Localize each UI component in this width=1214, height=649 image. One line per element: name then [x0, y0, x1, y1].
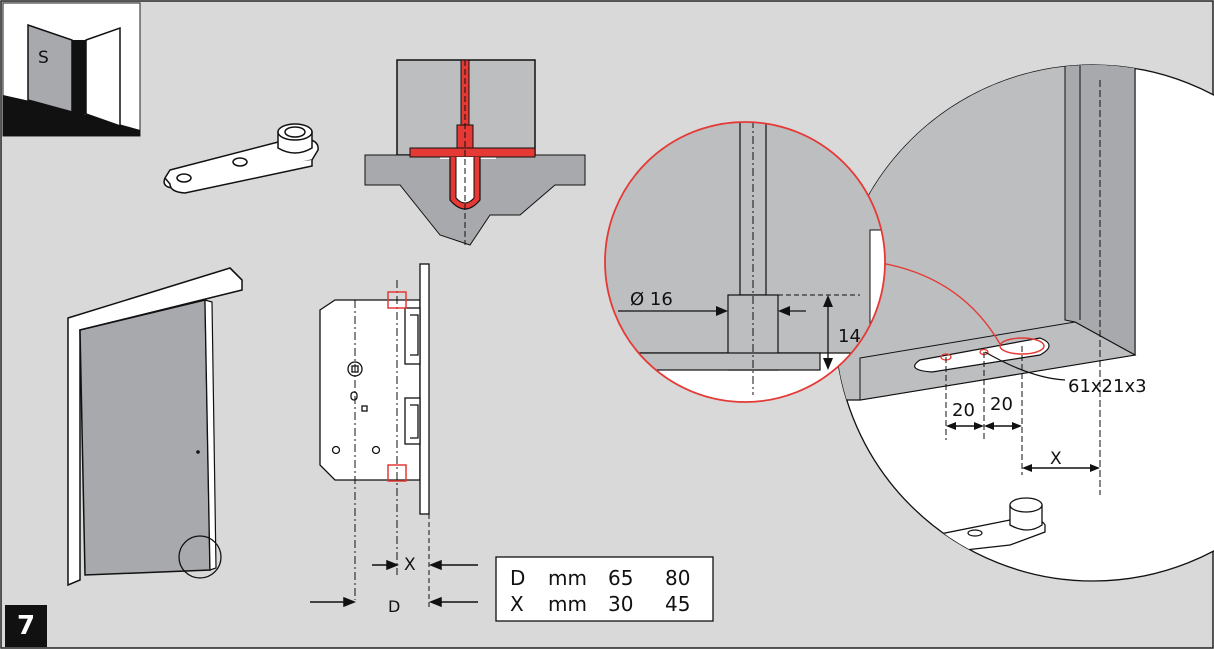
lock-dimensions: [310, 559, 478, 608]
pivot-section-view: [364, 59, 586, 246]
table-row-1-v2: 80: [665, 566, 690, 590]
depth-label: 14: [838, 326, 861, 347]
table-row-1-v1: 65: [608, 566, 633, 590]
table-row-2-v2: 45: [665, 592, 690, 616]
dim-d-label: D: [388, 597, 400, 616]
door-s-icon: [27, 23, 73, 113]
table-row-1-symbol: D: [510, 566, 525, 590]
door-side-label: S: [38, 48, 49, 68]
installation-detail-circle: 61x21x3 20 20 X: [834, 64, 1214, 582]
plate-size-label: 61x21x3: [1068, 376, 1147, 397]
red-marker-bottom: [387, 464, 407, 482]
door-perspective: [67, 267, 243, 587]
spacing-2-label: 20: [990, 394, 1013, 415]
table-row-2-v1: 30: [608, 592, 633, 616]
pivot-highlight-circle: [178, 535, 222, 579]
pivot-plate-icon: [163, 123, 319, 194]
lock-body: [319, 263, 430, 610]
room-inset: S: [2, 2, 141, 137]
offset-x-label: X: [1050, 449, 1062, 469]
table-row-2-symbol: X: [510, 592, 524, 616]
red-marker-top: [387, 291, 407, 309]
table-row-2-unit: mm: [548, 592, 587, 616]
table-row-1-unit: mm: [548, 566, 587, 590]
magnifier-connector: [874, 261, 1001, 345]
spacing-1-label: 20: [952, 400, 975, 421]
step-number-badge: 7: [5, 605, 47, 647]
dimension-table: D mm 65 80 X mm 30 45: [495, 556, 714, 622]
dim-x-label: X: [404, 555, 416, 575]
diameter-label: Ø 16: [630, 289, 673, 310]
magnifier-circle: Ø 16 14: [604, 121, 886, 403]
